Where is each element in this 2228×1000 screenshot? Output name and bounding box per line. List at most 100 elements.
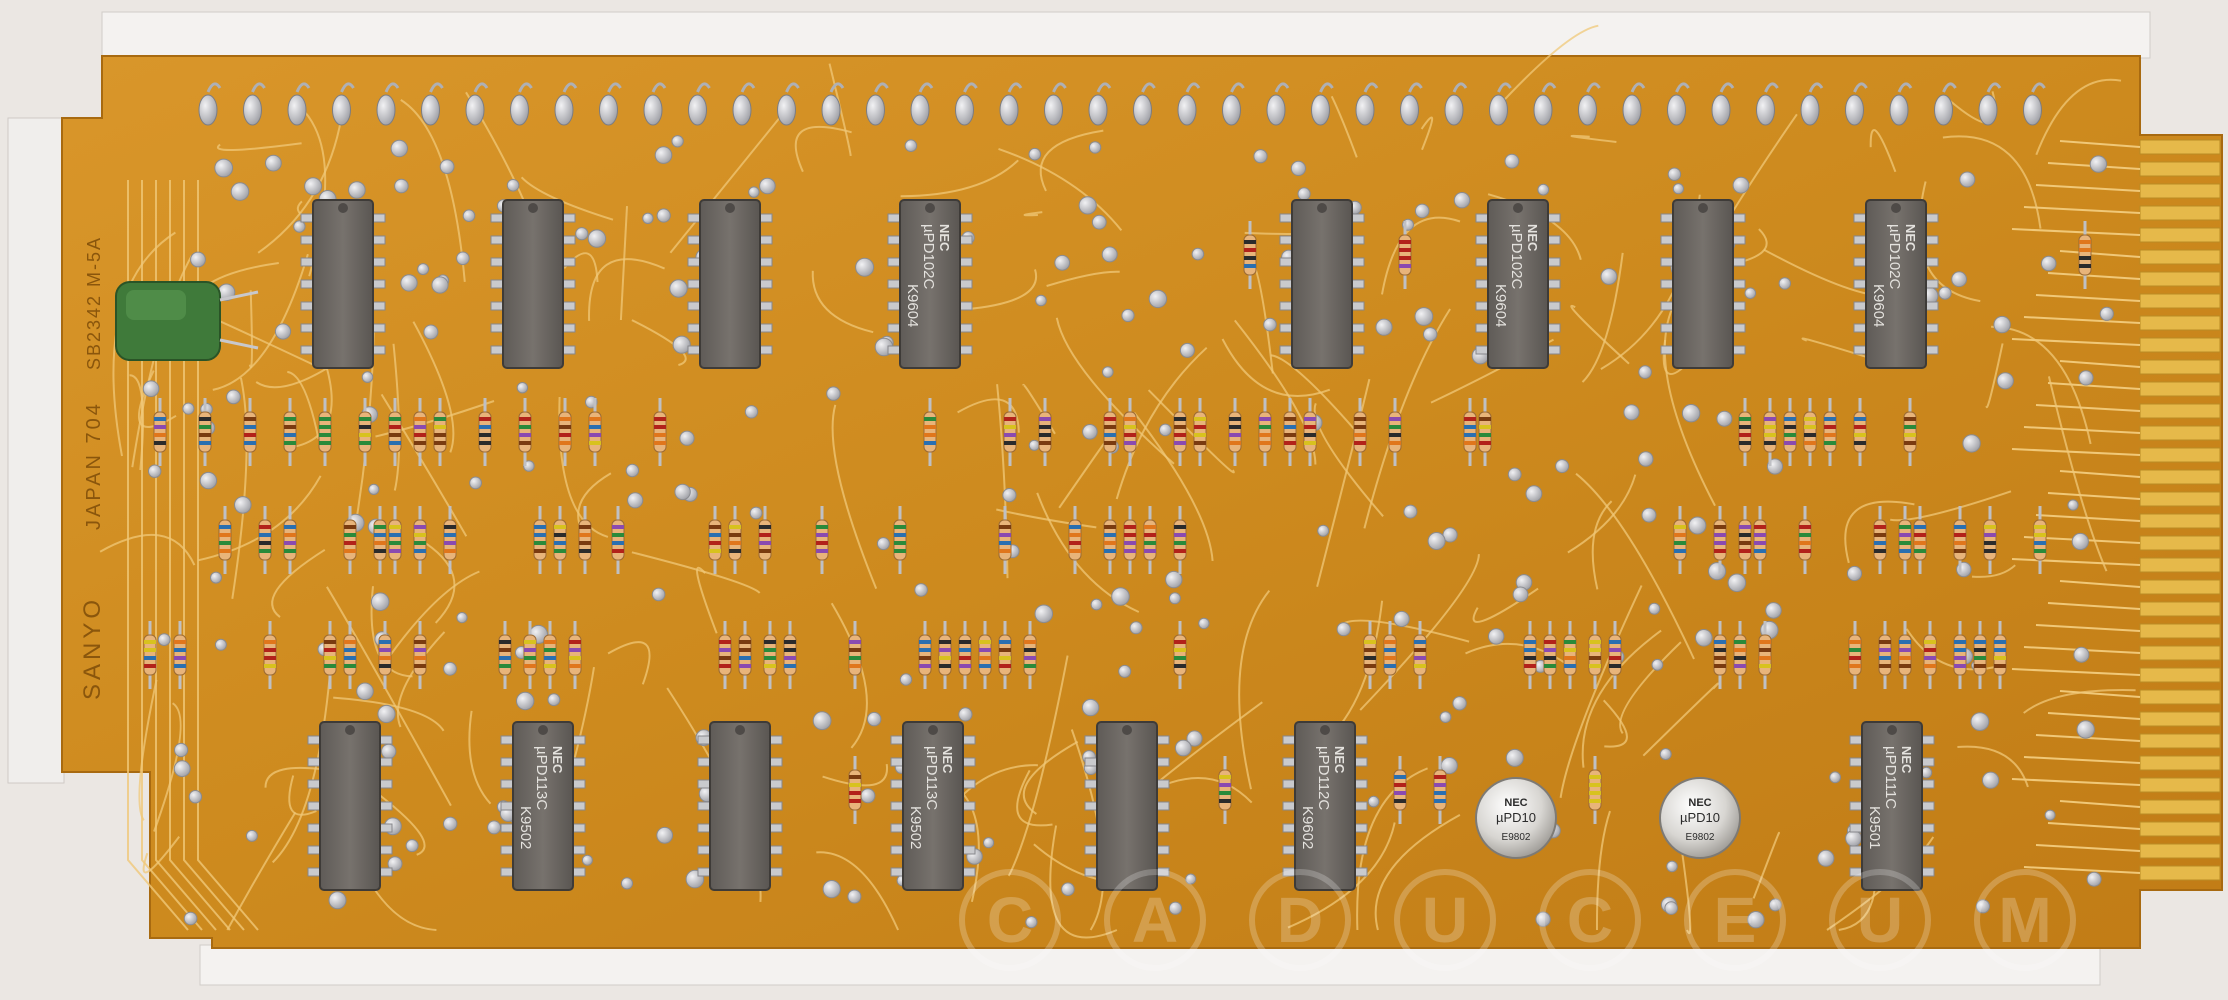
solder-pad [2067, 499, 2079, 511]
watermark-letter: C [1567, 884, 1613, 956]
resistor-band [1764, 417, 1776, 421]
solder-pad [1414, 203, 1430, 219]
resistor-band [544, 656, 556, 660]
solder-pad [1975, 899, 1991, 914]
gold-finger [2139, 579, 2221, 595]
finger-trace [2023, 426, 2141, 434]
resistor [413, 621, 427, 689]
solder-pad [620, 877, 634, 890]
resistor-band [534, 549, 546, 553]
resistor-band [1849, 664, 1861, 668]
trace [1313, 403, 1384, 517]
resistor-band [554, 533, 566, 537]
resistor-band [1259, 433, 1271, 437]
trace [248, 290, 253, 368]
resistor-band [1589, 799, 1601, 803]
resistor-band [1759, 648, 1771, 652]
resistor-band [534, 533, 546, 537]
gold-finger [2139, 733, 2221, 749]
solder-pad [210, 571, 222, 584]
resistor-band [244, 425, 256, 429]
pin-hook [1133, 94, 1152, 126]
solder-pad [1090, 598, 1103, 611]
solder-pad [274, 323, 292, 340]
resistor-band [1954, 664, 1966, 668]
resistor-band [979, 640, 991, 644]
pin-hook-wire [1052, 82, 1067, 93]
resistor-band [1194, 441, 1206, 445]
resistor-band [1544, 648, 1556, 652]
resistor-band [1284, 425, 1296, 429]
solder-pad [672, 335, 691, 354]
resistor-band [1764, 425, 1776, 429]
resistor-band [1124, 417, 1136, 421]
watermark-letter: D [1277, 884, 1323, 956]
edge-connector [2011, 139, 2221, 881]
solder-pad [1951, 271, 1967, 288]
resistor [1823, 398, 1837, 466]
resistor-band [1734, 648, 1746, 652]
resistor-band [389, 425, 401, 429]
solder-pad [1744, 287, 1757, 300]
solder-pad [370, 592, 390, 612]
trace [333, 696, 445, 732]
trace [1023, 211, 1043, 217]
resistor-band [1524, 656, 1536, 660]
resistor [1753, 506, 1767, 574]
trace [1905, 628, 2003, 671]
resistor [611, 506, 625, 574]
resistor [523, 621, 537, 689]
resistor [1803, 398, 1817, 466]
resistor [1763, 398, 1777, 466]
resistor-band [374, 549, 386, 553]
solder-pad [188, 790, 203, 804]
pin-hook-wire [1808, 82, 1824, 93]
resistor-band [434, 441, 446, 445]
resistor-band [1799, 533, 1811, 537]
resistor [1993, 621, 2007, 689]
resistor-band [654, 433, 666, 437]
resistor-band [894, 549, 906, 553]
resistor-band [374, 541, 386, 545]
resistor [1218, 756, 1232, 824]
resistor-band [849, 775, 861, 779]
resistor-band [1354, 433, 1366, 437]
trace [1359, 554, 1480, 711]
gold-finger [2139, 161, 2221, 177]
resistor-band [1879, 640, 1891, 644]
finger-trace [2023, 866, 2141, 874]
ic-part: µPD102C [920, 224, 937, 290]
finger-trace [2035, 514, 2141, 522]
resistor-band [284, 533, 296, 537]
trace [197, 180, 259, 931]
gold-finger [2139, 711, 2221, 727]
resistor-band [1194, 417, 1206, 421]
resistor [1258, 398, 1272, 466]
finger-trace [2011, 228, 2141, 236]
resistor-band [414, 441, 426, 445]
solder-pad [674, 483, 691, 501]
gold-finger [2139, 865, 2221, 881]
resistor-band [1954, 656, 1966, 660]
solder-pad [1290, 160, 1307, 176]
resistor-band [1879, 648, 1891, 652]
finger-trace [2059, 800, 2141, 808]
pin-hook [2023, 94, 2042, 126]
solder-pad [1393, 610, 1410, 628]
ic-body [312, 199, 374, 369]
resistor-band [219, 525, 231, 529]
resistor-band [784, 648, 796, 652]
solder-pad [2076, 720, 2095, 739]
pin-hook-wire [473, 82, 489, 93]
solder-pad [1159, 423, 1172, 437]
pin-hook [821, 94, 841, 126]
resistor-band [1714, 664, 1726, 668]
resistor-band [1734, 640, 1746, 644]
pin-hook [1934, 94, 1953, 126]
trace [1497, 24, 1599, 108]
solder-pad [469, 476, 483, 490]
resistor [1713, 621, 1727, 689]
solder-pad [1191, 247, 1205, 261]
